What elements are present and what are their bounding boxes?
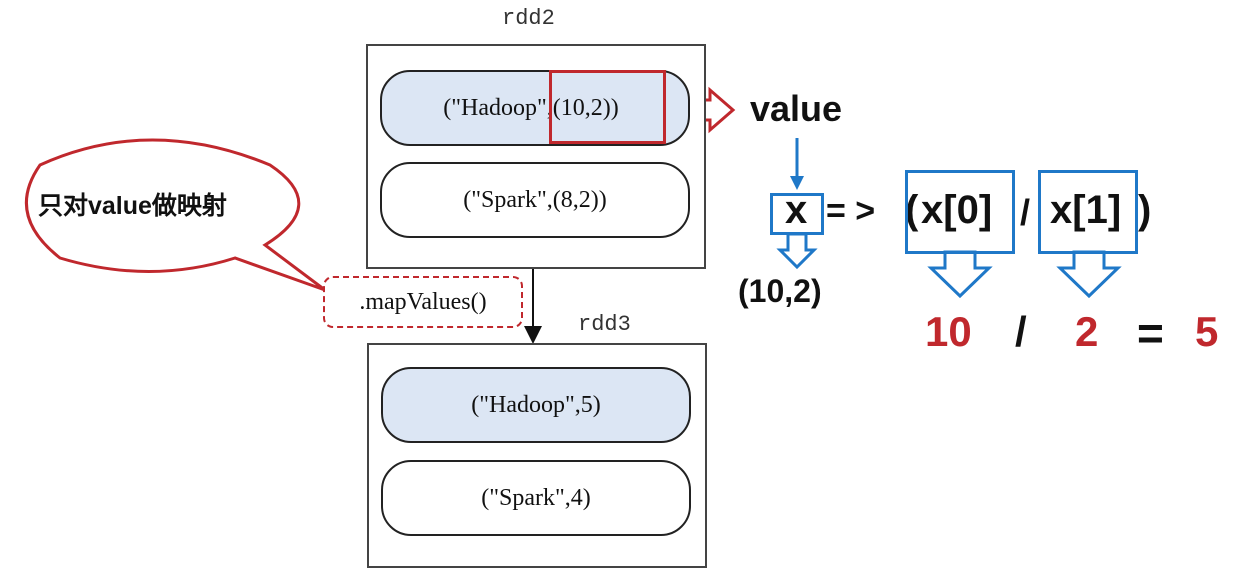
result-value: 5 [1195, 308, 1219, 355]
rdd3-label: rdd3 [578, 312, 631, 337]
close-paren: ) [1138, 188, 1152, 232]
x0-expression: x[0] [921, 188, 993, 232]
result-denominator: 2 [1075, 308, 1099, 355]
map-values-operation: .mapValues() [323, 276, 523, 328]
result-divide: / [1015, 308, 1027, 355]
divide-slash: / [1020, 192, 1031, 233]
hollow-down-arrow-icon [1056, 250, 1122, 299]
callout-bubble [24, 138, 326, 292]
result-numerator: 10 [925, 308, 972, 355]
hollow-down-arrow-icon [927, 250, 993, 299]
x-param-box [770, 193, 824, 235]
rdd2-label: rdd2 [502, 6, 555, 31]
x1-box [1038, 170, 1138, 254]
x0-box [905, 170, 1015, 254]
lambda-param-x: x [785, 188, 808, 232]
lambda-arrow: = > [826, 192, 876, 230]
rdd2-record-spark: ("Spark",(8,2)) [380, 162, 690, 238]
x1-expression: x[1] [1050, 188, 1122, 232]
value-label: value [750, 88, 843, 129]
value-example: (10,2) [738, 273, 822, 309]
rdd2-record-hadoop: ("Hadoop",(10,2)) [380, 70, 690, 146]
hollow-down-arrow-icon [776, 232, 818, 270]
rdd3-record-hadoop: ("Hadoop",5) [381, 367, 691, 443]
rdd3-record-spark: ("Spark",4) [381, 460, 691, 536]
open-paren: ( [905, 188, 919, 232]
callout-text: 只对value做映射 [38, 192, 227, 220]
value-highlight-box [549, 70, 666, 144]
result-equals: = [1137, 307, 1164, 359]
blue-down-arrow-icon [790, 176, 804, 190]
down-arrow-icon [524, 326, 542, 344]
